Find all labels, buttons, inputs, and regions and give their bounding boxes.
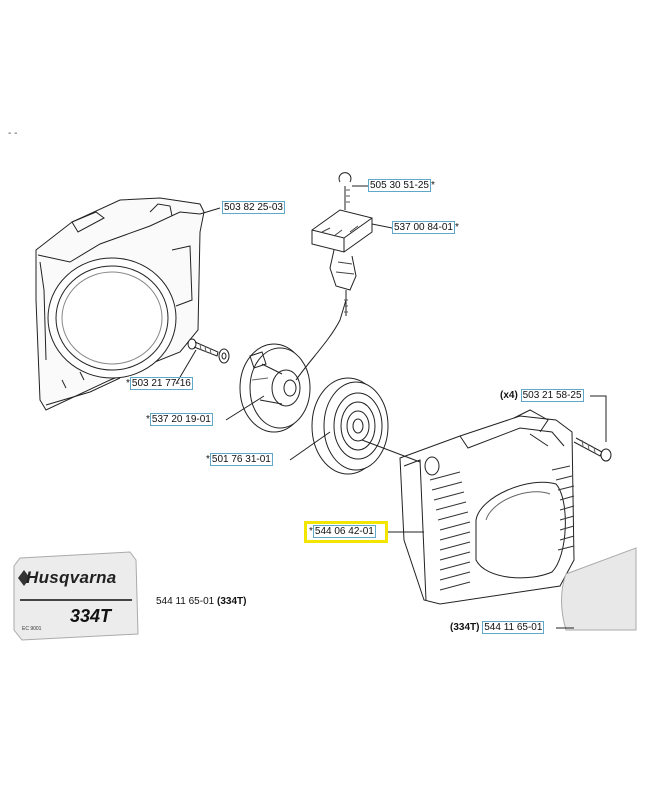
part-number: 544 11 65-01: [156, 596, 215, 607]
asterisk: *: [430, 180, 435, 191]
callout-505-30-51-25: 505 30 51-25*: [368, 179, 435, 192]
part-number: 503 21 77-16: [129, 377, 193, 390]
recoil-spring: [311, 377, 389, 475]
asterisk: *: [126, 378, 130, 389]
callout-544-11-65-01-right: (334T) 544 11 65-01: [450, 621, 545, 634]
decal-model-text: 334T: [70, 606, 112, 626]
cover-screw: [573, 437, 612, 462]
highlight-box: [304, 521, 388, 543]
callout-544-11-65-01-left: 544 11 65-01 (334T): [156, 596, 246, 608]
leader-lines: [175, 185, 607, 629]
screw-washer: [187, 338, 230, 364]
callout-503-82-25-03: 503 82 25-03: [222, 201, 285, 214]
model-label: (334T): [450, 622, 480, 633]
corner-mark: - -: [8, 128, 18, 139]
asterisk: *: [146, 414, 150, 425]
decal-left: [13, 551, 139, 641]
decal-right: [561, 547, 637, 631]
callout-537-00-84-01: 537 00 84-01*: [392, 221, 459, 234]
callout-503-21-77-16: *503 21 77-16: [126, 377, 193, 390]
part-number: 537 20 19-01: [149, 413, 213, 426]
starter-pulley: [239, 343, 311, 433]
part-number: 544 11 65-01: [482, 621, 545, 634]
callout-501-76-31-01: *501 76 31-01: [206, 453, 273, 466]
part-number: 544 06 42-01: [312, 525, 376, 538]
part-number: 501 76 31-01: [209, 453, 273, 466]
part-number: 537 00 84-01: [392, 221, 455, 234]
part-number: 503 82 25-03: [222, 201, 285, 214]
model-label: (334T): [216, 596, 247, 607]
starter-rope: [295, 299, 347, 381]
quantity-label: (x4): [500, 390, 518, 401]
part-number: 503 21 58-25: [520, 389, 584, 402]
starter-cover: [399, 409, 575, 605]
fan-housing: [35, 197, 205, 411]
asterisk: *: [454, 222, 459, 233]
callout-544-06-42-01: *544 06 42-01: [309, 525, 376, 538]
callout-537-20-19-01: *537 20 19-01: [146, 413, 213, 426]
part-number: 505 30 51-25: [368, 179, 431, 192]
decal-small-print: EC 9001: [22, 626, 42, 632]
asterisk: *: [309, 526, 313, 537]
callout-503-21-58-25: (x4) 503 21 58-25: [500, 389, 584, 402]
starter-handle: [311, 172, 373, 316]
decal-brand-text: Husqvarna: [26, 568, 117, 587]
asterisk: *: [206, 454, 210, 465]
